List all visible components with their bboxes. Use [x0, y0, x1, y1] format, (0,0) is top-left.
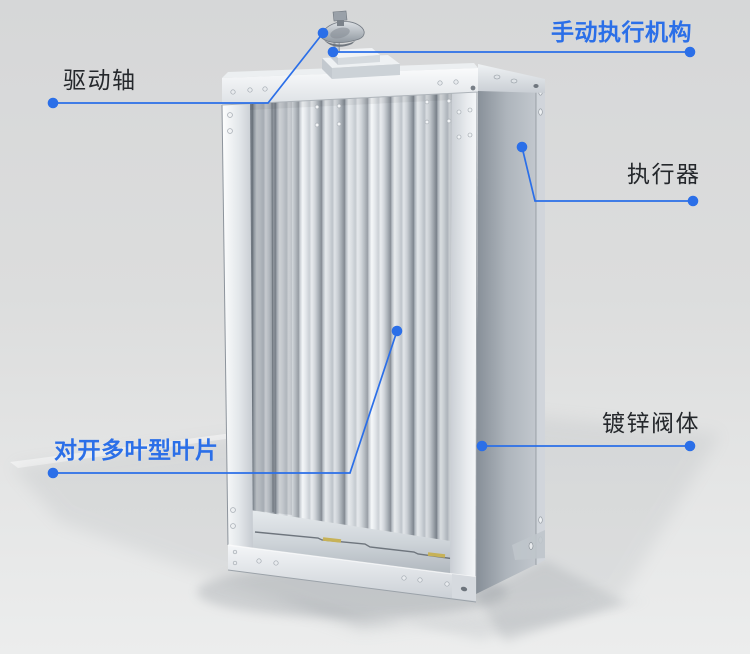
frame-post-left [221, 103, 253, 548]
rivets [230, 79, 459, 95]
callout-lines [53, 32, 693, 474]
corner-screw [470, 85, 476, 91]
callout-label-blades: 对开多叶型叶片 [54, 437, 219, 463]
frame-bar-bottom [227, 544, 477, 603]
top-corner-gusset [478, 64, 545, 93]
callout-label-drive-shaft: 驱动轴 [63, 67, 137, 93]
callout-dot [317, 27, 329, 39]
manual-actuator-assembly [319, 10, 400, 79]
side-panel-rear-edge [536, 79, 545, 565]
callout-dot [47, 97, 59, 109]
damper-blades [250, 93, 452, 541]
linkage-spring [322, 537, 342, 543]
callout-line-actuator [521, 146, 693, 202]
damper-unit [221, 10, 545, 603]
callout-dot [327, 46, 339, 58]
callout-dot [391, 325, 403, 337]
callout-dot [684, 440, 696, 452]
blade-linkage-rod [254, 531, 463, 561]
frame-post-right [450, 91, 478, 595]
damper-side-panel [476, 68, 545, 594]
blade-mounting-holes [314, 98, 452, 128]
callout-dot [687, 195, 699, 207]
callout-label-actuator: 执行器 [627, 161, 701, 187]
manual-handle [319, 10, 365, 47]
callout-dot [516, 141, 528, 153]
callout-dot [47, 467, 59, 479]
side-panel-bottom-tab [512, 530, 545, 560]
callout-dots [47, 27, 699, 479]
callout-label-manual-actuator: 手动执行机构 [551, 19, 692, 45]
damper-interior-floor [228, 510, 476, 577]
callout-dot [684, 46, 696, 58]
linkage-spring [427, 552, 446, 558]
callout-label-valve-body: 镀锌阀体 [602, 410, 700, 436]
callout-dot [476, 440, 488, 452]
callout-line-blades [53, 330, 398, 474]
callout-line-drive-shaft [53, 32, 324, 104]
corner-screw [460, 586, 468, 592]
